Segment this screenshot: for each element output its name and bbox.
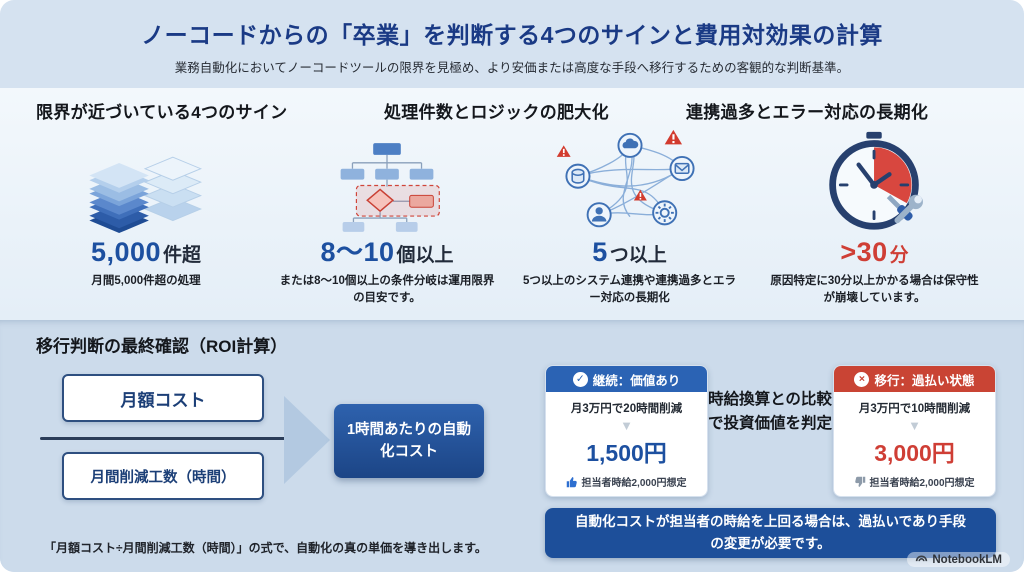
formula-caption: 「月額コスト÷月間削減工数（時間）」の式で、自動化の真の単価を導き出します。 <box>44 541 487 555</box>
page-subtitle: 業務自動化においてノーコードツールの限界を見極め、より安価または高度な手段へ移行… <box>174 61 850 75</box>
keep-card-detail: 月3万円で20時間削減 <box>570 403 683 415</box>
notebooklm-badge: NotebookLM <box>907 552 1010 567</box>
sign-value-number: >30 <box>840 237 888 267</box>
warning-banner: 自動化コストが担当者の時給を上回る場合は、過払いであり手段の変更が必要です。 <box>545 508 996 558</box>
keep-card-title: 継続：価値あり <box>592 373 681 388</box>
signs-heading-logic: 処理件数とロジックの肥大化 <box>384 103 609 122</box>
migrate-card: × 移行：過払い状態 月3万円で10時間削減 ▼ 3,000円 担当者時給2,0… <box>833 365 996 497</box>
notebooklm-logo-icon <box>916 555 928 562</box>
keep-card-note: 担当者時給2,000円想定 <box>552 474 701 489</box>
notebooklm-label: NotebookLM <box>932 553 1002 566</box>
migrate-card-title: 移行：過払い状態 <box>874 373 975 388</box>
sign-value-suffix: 個以上 <box>396 245 454 266</box>
sign-value-number: 5 <box>592 237 608 267</box>
monthly-hours-label: 月間削減工数（時間） <box>90 469 236 486</box>
sign-value-suffix: 件超 <box>163 245 202 266</box>
comparison-caption: 時給換算との比較で投資価値を判定 <box>707 391 832 433</box>
sign-caption: 5つ以上のシステム連携や連携過多とエラー対応の長期化 <box>522 274 737 304</box>
monthly-cost-box: 月額コスト <box>62 374 264 422</box>
signs-heading-integration: 連携過多とエラー対応の長期化 <box>686 103 929 122</box>
sign-value-suffix: つ以上 <box>609 245 667 266</box>
arrow-right-icon <box>284 396 330 484</box>
sign-caption: 原因特定に30分以上かかる場合は保守性が崩壊しています。 <box>770 274 979 304</box>
thumbs-down-icon <box>855 476 866 487</box>
flowchart-icon <box>272 134 502 234</box>
migrate-card-detail: 月3万円で10時間削減 <box>858 403 971 415</box>
monthly-hours-box: 月間削減工数（時間） <box>62 452 264 500</box>
layer-stack-icon <box>30 134 262 234</box>
migrate-card-body: 月3万円で10時間削減 ▼ 3,000円 担当者時給2,000円想定 <box>834 392 995 495</box>
signs-section: 限界が近づいている4つのサイン 処理件数とロジックの肥大化 連携過多とエラー対応… <box>0 88 1024 320</box>
migrate-card-header: × 移行：過払い状態 <box>834 366 995 392</box>
migrate-card-note: 担当者時給2,000円想定 <box>840 474 989 489</box>
roi-section: 移行判断の最終確認（ROI計算） 月額コスト 月間削減工数（時間） 1時間あたり… <box>0 320 1024 572</box>
page-title: ノーコードからの「卒業」を判断する4つのサインと費用対効果の計算 <box>141 22 883 48</box>
keep-card: ✓ 継続：価値あり 月3万円で20時間削減 ▼ 1,500円 担当者時給2,00… <box>545 365 708 497</box>
keep-card-value: 1,500円 <box>586 440 667 466</box>
roi-heading: 移行判断の最終確認（ROI計算） <box>36 337 288 356</box>
signs-heading-limits: 限界が近づいている4つのサイン <box>36 103 288 122</box>
sign-value-number: 8〜10 <box>320 237 395 267</box>
tangled-network-icon <box>512 129 747 234</box>
sign-caption: 月間5,000件超の処理 <box>91 274 201 287</box>
migrate-card-note-text: 担当者時給2,000円想定 <box>869 478 975 489</box>
keep-card-header: ✓ 継続：価値あり <box>546 366 707 392</box>
sign-value-suffix: 分 <box>889 245 909 266</box>
arrow-down-icon: ▼ <box>908 418 921 433</box>
sign-caption: または8〜10個以上の条件分岐は運用限界の目安です。 <box>279 274 495 304</box>
fraction-divider-line <box>40 437 286 440</box>
clock-maintenance-icon <box>752 131 997 234</box>
keep-card-body: 月3万円で20時間削減 ▼ 1,500円 担当者時給2,000円想定 <box>546 392 707 495</box>
hourly-cost-result-label: 1時間あたりの自動化コスト <box>346 421 472 460</box>
arrow-down-icon: ▼ <box>620 418 633 433</box>
keep-card-note-text: 担当者時給2,000円想定 <box>581 478 687 489</box>
migrate-card-value: 3,000円 <box>874 440 955 466</box>
check-circle-icon: ✓ <box>572 371 588 387</box>
sign-value-number: 5,000 <box>90 237 162 267</box>
cross-circle-icon: × <box>854 371 870 387</box>
monthly-cost-label: 月額コスト <box>120 390 206 410</box>
hourly-cost-result-box: 1時間あたりの自動化コスト <box>334 404 484 478</box>
thumbs-up-icon <box>567 476 578 487</box>
